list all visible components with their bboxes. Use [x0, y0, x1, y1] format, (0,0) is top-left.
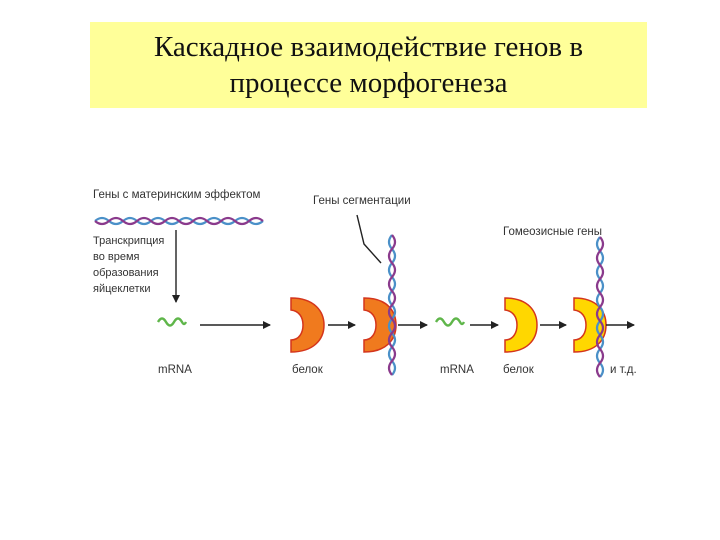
protein-icon-yellow-1 [504, 297, 538, 353]
transcription-note: Транскрипция во время образования яйцекл… [93, 235, 164, 295]
etc-label: и т.д. [610, 364, 637, 376]
transcription-note-line-4: яйцеклетки [93, 283, 151, 295]
segmentation-genes-label: Гены сегментации [313, 195, 411, 207]
title-banner: Каскадное взаимодействие генов в процесс… [90, 22, 647, 108]
protein-label-2: белок [503, 364, 535, 376]
segmentation-dna-icon [387, 234, 397, 376]
protein-label-1: белок [292, 364, 324, 376]
mrna-label-1: mRNA [158, 364, 192, 376]
segmentation-pointer-line [356, 214, 382, 264]
homeotic-genes-label: Гомеозисные гены [503, 226, 602, 238]
title-line-1: Каскадное взаимодействие генов в [153, 31, 584, 63]
mrna-icon-1 [156, 317, 188, 327]
title-line-2: процессе морфогенеза [229, 67, 508, 99]
homeotic-dna-icon [595, 236, 605, 378]
transcription-note-line-3: образования [93, 267, 159, 279]
maternal-genes-label: Гены с материнским эффектом [93, 189, 261, 201]
protein-icon-orange-1 [290, 297, 325, 353]
transcription-note-line-1: Транскрипция [93, 235, 164, 247]
mrna-label-2: mRNA [440, 364, 474, 376]
transcription-note-line-2: во время [93, 251, 140, 263]
maternal-dna-icon [94, 216, 264, 226]
mrna-icon-2 [434, 317, 466, 327]
